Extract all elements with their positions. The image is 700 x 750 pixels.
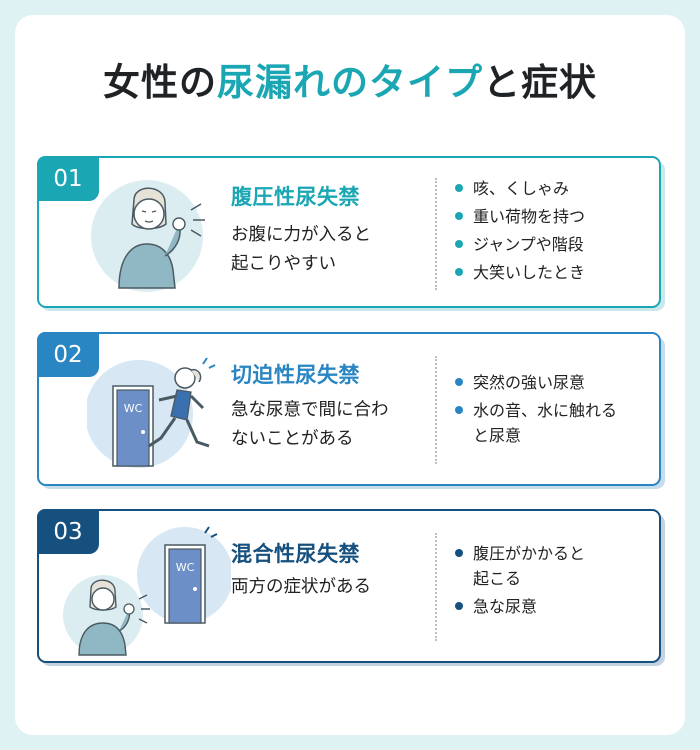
type-description: 両方の症状がある [231, 577, 371, 597]
mixed-incontinence-illustration: WC [63, 526, 231, 656]
type-description: 急な尿意で間に合わ ないことがある [231, 400, 389, 449]
symptom-list: 突然の強い尿意 水の音、水に触れる と尿意 [453, 370, 617, 451]
type-name: 腹圧性尿失禁 [231, 185, 360, 209]
type-name: 混合性尿失禁 [231, 542, 360, 566]
bullet-dot [455, 240, 463, 248]
bullet-dot [455, 602, 463, 610]
door-label: WC [176, 561, 195, 574]
symptom-item: 重い荷物を持つ [453, 204, 585, 229]
symptom-item: 水の音、水に触れる [453, 398, 617, 423]
woman-running-to-toilet-illustration: WC [87, 357, 216, 468]
bullet-dot [455, 268, 463, 276]
symptom-item-continuation: 起こる [473, 569, 522, 588]
type-number-badge: 01 [37, 156, 99, 201]
type-number-badge: 03 [37, 509, 99, 554]
type-number-badge: 02 [37, 332, 99, 377]
door-label: WC [124, 402, 143, 415]
symptom-list: 腹圧がかかると 起こる 急な尿意 [453, 541, 585, 622]
type-card-stress: 01 腹圧性尿失禁 お腹に力が入ると 起こりやすい 咳、くしゃみ 重い荷物を持つ… [37, 156, 661, 308]
symptom-item: 大笑いしたとき [453, 260, 585, 285]
divider [435, 533, 437, 641]
symptom-item: 腹圧がかかると [453, 541, 585, 566]
type-card-mixed: 03 WC 混合性尿失禁 両方の症状がある 腹圧がかかると 起こる 急な尿意 [37, 509, 661, 663]
bullet-dot [455, 406, 463, 414]
divider [435, 178, 437, 290]
type-description: お腹に力が入ると 起こりやすい [231, 225, 371, 274]
type-name: 切迫性尿失禁 [231, 363, 360, 387]
bullet-dot [455, 184, 463, 192]
divider [435, 356, 437, 464]
bullet-dot [455, 378, 463, 386]
symptom-item: 咳、くしゃみ [453, 176, 585, 201]
symptom-item-continuation: と尿意 [473, 426, 522, 445]
symptom-item: ジャンプや階段 [453, 232, 585, 257]
symptom-item: 急な尿意 [453, 594, 585, 619]
symptom-item: 突然の強い尿意 [453, 370, 617, 395]
woman-coughing-illustration [91, 180, 205, 292]
symptom-list: 咳、くしゃみ 重い荷物を持つ ジャンプや階段 大笑いしたとき [453, 176, 585, 288]
bullet-dot [455, 549, 463, 557]
page-title: 女性の尿漏れのタイプと症状 [103, 61, 597, 104]
bullet-dot [455, 212, 463, 220]
type-card-urge: 02 WC 切迫性尿失禁 急な尿意で間に合わ ないことがある 突然の強い尿意 水… [37, 332, 661, 486]
